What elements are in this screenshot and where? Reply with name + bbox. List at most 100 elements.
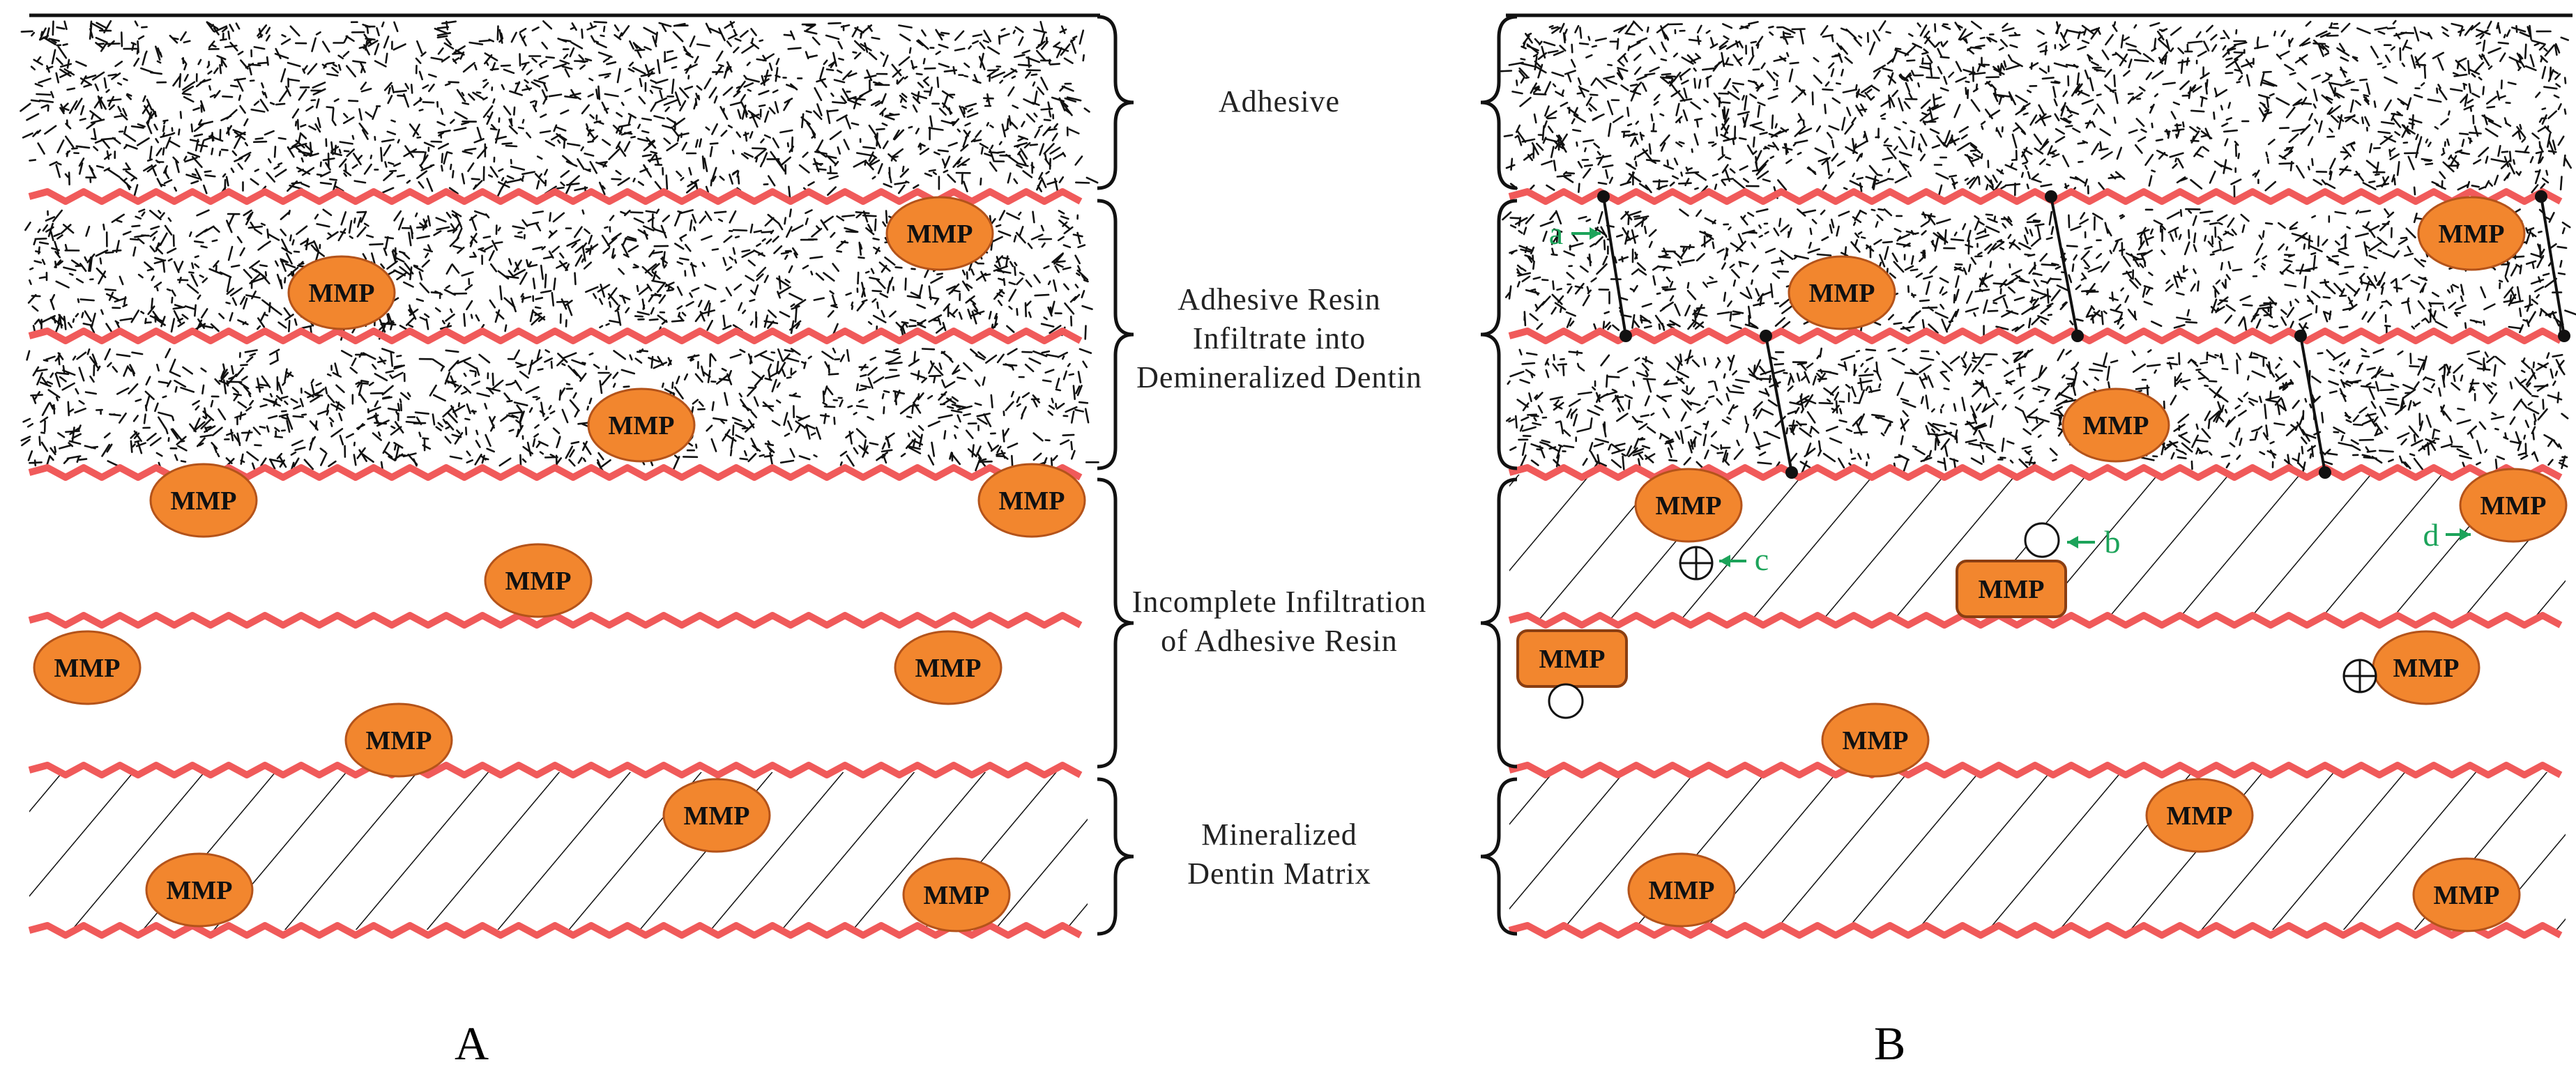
brace-left-3 xyxy=(1480,777,1518,936)
mmp-enzyme-5 xyxy=(484,543,593,618)
crosslink-structures xyxy=(1597,190,2570,479)
boundary-b-1 xyxy=(1508,328,2563,344)
crosslink-rod-3 xyxy=(2299,335,2326,473)
mmp-enzymes: MMP MMP MMP MMP MMP MMP MMP MMP MMP MMP MMP MMP MMP M… xyxy=(33,196,2568,932)
annotation-arrow-b xyxy=(2067,536,2095,548)
mmp-label-2: MMP xyxy=(609,411,675,440)
brace-right-3 xyxy=(1097,777,1134,936)
mmp-label-17: MMP xyxy=(1843,726,1909,755)
mmp-enzyme-4 xyxy=(977,463,1086,538)
annotation-letter-b: b xyxy=(2105,524,2121,560)
adhesive-texture xyxy=(20,20,2576,475)
mmp-enzyme-10 xyxy=(145,852,254,928)
layer-braces xyxy=(1097,15,1518,936)
crosslink-rod-4 xyxy=(2540,196,2566,337)
mmp-enzyme-8 xyxy=(344,702,453,778)
mmp-label-3: MMP xyxy=(171,486,237,516)
mmp-label-16: MMP xyxy=(2480,491,2547,521)
panel-label-a: A xyxy=(455,1017,489,1070)
mmp-label-6: MMP xyxy=(54,654,121,683)
label-mineralized-line-1: Mineralized xyxy=(1201,817,1357,852)
mmp-enzyme-19 xyxy=(2145,778,2254,853)
label-hybrid-line-3: Demineralized Dentin xyxy=(1136,360,1422,394)
resin-speckle-panel-b xyxy=(1500,20,2576,475)
crosslink-node-top-3 xyxy=(2294,330,2307,342)
crosslink-node-top-0 xyxy=(1597,190,1610,203)
mmp-enzyme-21 xyxy=(2412,857,2521,932)
mmp-label-4: MMP xyxy=(999,486,1065,516)
annotation-letter-d: d xyxy=(2423,517,2439,553)
boundary-a-4 xyxy=(28,762,1083,778)
mmp-enzyme-7 xyxy=(894,630,1003,705)
annotation-arrow-d xyxy=(2446,528,2471,541)
boundary-a-3 xyxy=(28,612,1083,629)
mmp-enzyme-13 xyxy=(1788,255,1896,330)
boundary-a-1 xyxy=(28,328,1083,344)
label-adhesive: Adhesive xyxy=(1129,82,1429,121)
brace-right-1 xyxy=(1097,199,1134,470)
mmp-enzyme-11 xyxy=(902,857,1011,932)
resin-speckle-panel-a xyxy=(20,20,1099,475)
mmp-enzyme-15 xyxy=(1634,468,1743,543)
crosslink-rod-2 xyxy=(2050,196,2079,337)
mmp-enzyme-2 xyxy=(587,387,696,463)
mmp-label-13: MMP xyxy=(1809,279,1875,308)
mmp-enzyme-9 xyxy=(662,778,771,853)
neutral-site-circle-icon-a xyxy=(1548,683,1584,719)
mmp-enzyme-17 xyxy=(1821,702,1930,778)
brace-right-0 xyxy=(1097,15,1134,190)
brace-left-1 xyxy=(1480,199,1518,470)
bound-mmp-label-1: MMP xyxy=(1539,645,1606,674)
mmp-label-10: MMP xyxy=(167,876,233,905)
mmp-enzyme-1 xyxy=(287,255,396,330)
mmp-label-14: MMP xyxy=(2083,411,2149,440)
label-incomplete-infiltration: Incomplete Infiltration of Adhesive Resi… xyxy=(1108,583,1450,661)
annotation-letter-a: a xyxy=(1549,215,1563,251)
mmp-label-0: MMP xyxy=(907,220,973,249)
neutral-site-circle-icon-b xyxy=(2024,522,2060,558)
mmp-label-7: MMP xyxy=(915,654,982,683)
mmp-enzyme-6 xyxy=(33,630,142,705)
crosslink-rod-0 xyxy=(1602,196,1627,337)
boundary-b-5 xyxy=(1508,922,2563,939)
crosslink-node-bottom-3 xyxy=(2319,466,2331,479)
crosslink-node-top-4 xyxy=(2535,190,2547,203)
bound-mmp-label-0: MMP xyxy=(1979,575,2045,604)
mmp-label-1: MMP xyxy=(309,279,375,308)
label-hybrid-line-1: Adhesive Resin xyxy=(1178,282,1381,316)
mmp-label-5: MMP xyxy=(505,567,572,596)
brace-right-2 xyxy=(1097,477,1134,769)
mmp-enzyme-14 xyxy=(2061,387,2170,463)
brace-left-0 xyxy=(1480,15,1518,190)
mmp-label-15: MMP xyxy=(1656,491,1722,521)
label-hybrid-line-2: Infiltrate into xyxy=(1192,321,1366,355)
label-incomplete-line-2: of Adhesive Resin xyxy=(1161,624,1398,658)
crosslink-node-bottom-0 xyxy=(1619,330,1632,342)
crosslink-node-bottom-1 xyxy=(1785,466,1798,479)
crosslink-node-top-1 xyxy=(1760,330,1772,342)
mmp-enzyme-12 xyxy=(2417,196,2526,271)
crosslink-node-top-2 xyxy=(2045,190,2057,203)
mmp-label-18: MMP xyxy=(2393,654,2460,683)
brace-left-2 xyxy=(1480,477,1518,769)
label-adhesive-line-1: Adhesive xyxy=(1218,84,1341,118)
label-hybrid-layer: Adhesive Resin Infiltrate into Demineral… xyxy=(1115,280,1443,397)
charged-site-circled-plus-icon-c xyxy=(1679,546,1714,581)
panel-label-b: B xyxy=(1874,1017,1906,1070)
crosslink-node-bottom-4 xyxy=(2558,330,2570,342)
boundary-b-4 xyxy=(1508,762,2563,778)
mmp-label-8: MMP xyxy=(366,726,432,755)
mmp-label-12: MMP xyxy=(2439,220,2505,249)
mmp-enzyme-0 xyxy=(885,196,994,271)
mmp-label-20: MMP xyxy=(1649,876,1715,905)
bound-mmp-0 xyxy=(1956,560,2067,618)
annotation-arrow-c xyxy=(1719,555,1746,567)
mmp-label-9: MMP xyxy=(684,801,750,831)
annotation-arrow-a xyxy=(1571,227,1601,240)
label-incomplete-line-1: Incomplete Infiltration xyxy=(1131,585,1427,619)
crosslink-node-bottom-2 xyxy=(2071,330,2084,342)
label-mineralized-dentin: Mineralized Dentin Matrix xyxy=(1129,815,1429,893)
mmp-label-19: MMP xyxy=(2167,801,2233,831)
